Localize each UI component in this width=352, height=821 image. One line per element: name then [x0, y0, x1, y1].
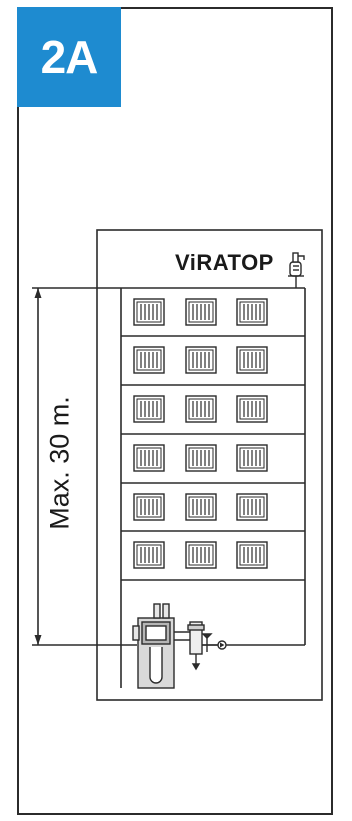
pump-icon — [217, 640, 227, 650]
radiator-icon — [236, 493, 268, 521]
radiator-icon — [133, 395, 165, 423]
radiator-icon — [185, 395, 217, 423]
radiators — [133, 298, 268, 569]
dimension-line — [32, 287, 137, 646]
radiator-icon — [185, 541, 217, 569]
radiator-icon — [185, 298, 217, 326]
radiator-icon — [185, 493, 217, 521]
air-vent-icon — [288, 252, 305, 288]
separator-valve-icon — [187, 621, 218, 671]
radiator-icon — [185, 346, 217, 374]
floors — [120, 287, 306, 688]
radiator-icon — [133, 298, 165, 326]
radiator-icon — [185, 444, 217, 472]
radiator-icon — [236, 298, 268, 326]
radiator-icon — [133, 346, 165, 374]
brand-name: ViRATOP — [175, 250, 274, 275]
dimension-label: Max. 30 m. — [44, 396, 75, 530]
radiator-icon — [133, 493, 165, 521]
panel-frame — [17, 7, 333, 815]
boiler-icon — [132, 603, 175, 689]
radiator-icon — [236, 346, 268, 374]
radiator-icon — [236, 541, 268, 569]
building-outline — [96, 229, 323, 701]
radiator-icon — [236, 444, 268, 472]
radiator-icon — [133, 541, 165, 569]
step-badge: 2A — [17, 7, 121, 107]
radiator-icon — [133, 444, 165, 472]
radiator-icon — [236, 395, 268, 423]
step-badge-label: 2A — [40, 31, 99, 83]
